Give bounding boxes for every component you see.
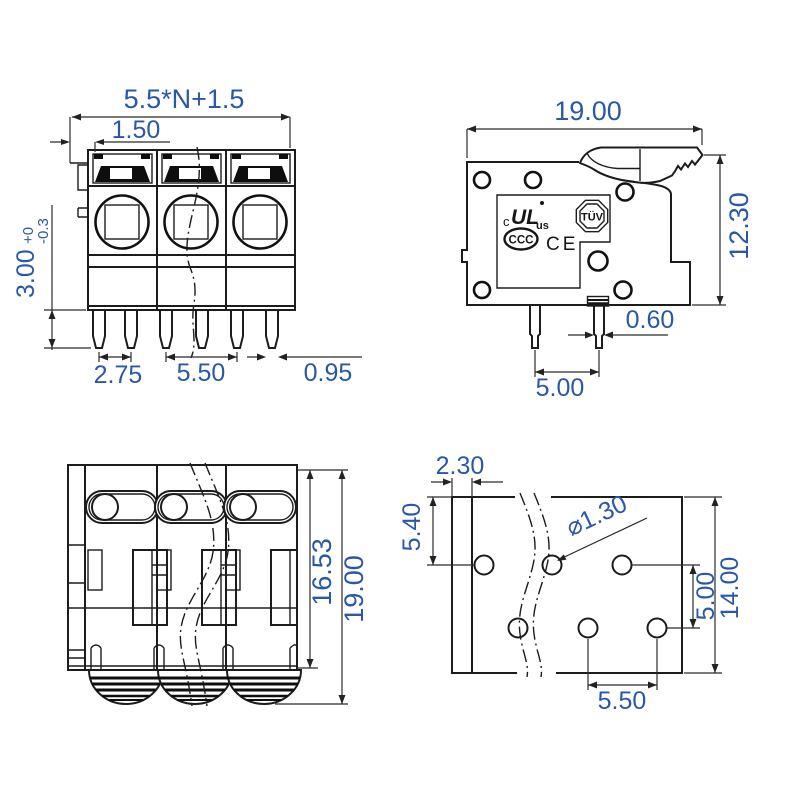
svg-text:TÜV: TÜV bbox=[581, 211, 604, 224]
dim-edge-offset: 2.30 bbox=[436, 452, 485, 480]
dim-pin-length-tol-minus: -0.3 bbox=[35, 218, 52, 244]
break-line-rear-1 bbox=[194, 462, 230, 707]
front-view: 5.5*N+1.5 1.50 3.00 +0 -0.3 2.75 5.50 0.… bbox=[12, 84, 362, 389]
dim-pole-offset: 1.50 bbox=[112, 116, 161, 144]
ul-logo: c UL us bbox=[503, 201, 549, 232]
dim-pin-thickness: 0.60 bbox=[626, 306, 675, 334]
dim-top-offset: 5.40 bbox=[398, 503, 426, 552]
dim-pin-width: 0.95 bbox=[304, 359, 353, 387]
marking-plate bbox=[496, 194, 611, 289]
break-line-footprint-1 bbox=[518, 492, 536, 678]
dim-overall-height: 19.00 bbox=[339, 555, 369, 623]
certification-marks: c UL us TÜV CCC CE bbox=[503, 199, 609, 255]
release-lever bbox=[578, 146, 704, 184]
solder-anchor bbox=[586, 295, 610, 307]
rear-view: 16.53 19.00 bbox=[67, 462, 369, 707]
front-pole-cells bbox=[92, 153, 291, 250]
rear-lever-ends bbox=[87, 669, 303, 705]
break-line-footprint-2 bbox=[532, 492, 550, 678]
dim-depth: 19.00 bbox=[554, 96, 622, 126]
svg-text:c: c bbox=[503, 214, 510, 229]
wire-entry-1 bbox=[94, 194, 150, 250]
dim-pitch: 5.50 bbox=[177, 359, 226, 387]
dim-pin-length: 3.00 bbox=[12, 249, 40, 298]
wire-entry-3 bbox=[232, 194, 288, 250]
svg-text:CCC: CCC bbox=[509, 235, 534, 247]
side-body-outline bbox=[461, 146, 704, 306]
side-pins bbox=[529, 295, 610, 349]
dim-body-height: 16.53 bbox=[307, 538, 337, 606]
dim-pin-pair: 2.75 bbox=[94, 361, 143, 389]
svg-text:us: us bbox=[536, 220, 549, 232]
svg-text:UL: UL bbox=[511, 206, 539, 229]
dim-hole-pitch: 5.50 bbox=[598, 687, 647, 715]
front-dimensions: 5.5*N+1.5 1.50 3.00 +0 -0.3 2.75 5.50 0.… bbox=[12, 84, 362, 389]
tuv-logo: TÜV bbox=[575, 199, 609, 233]
rear-dimensions: 16.53 19.00 bbox=[275, 469, 369, 705]
side-mold-holes bbox=[472, 170, 635, 300]
dim-pin-length-tol-plus: +0 bbox=[20, 227, 37, 244]
dim-height: 12.30 bbox=[724, 192, 754, 260]
break-line-front bbox=[186, 146, 201, 359]
rear-pole-mechanisms bbox=[85, 490, 298, 670]
wire-entry-2 bbox=[163, 194, 219, 250]
ce-logo: CE bbox=[546, 234, 578, 255]
footprint-plate bbox=[451, 496, 683, 674]
front-body-outline bbox=[70, 149, 296, 311]
side-view: c UL us TÜV CCC CE bbox=[461, 96, 754, 402]
front-pins bbox=[92, 309, 279, 349]
ccc-logo: CCC bbox=[503, 227, 539, 251]
side-dimensions: 19.00 12.30 0.60 5.00 bbox=[466, 96, 754, 402]
break-line-rear-2 bbox=[179, 462, 215, 707]
dim-pin-spacing: 5.00 bbox=[536, 374, 585, 402]
dim-total-width: 5.5*N+1.5 bbox=[124, 84, 245, 114]
dim-plate-height: 14.00 bbox=[716, 557, 744, 620]
